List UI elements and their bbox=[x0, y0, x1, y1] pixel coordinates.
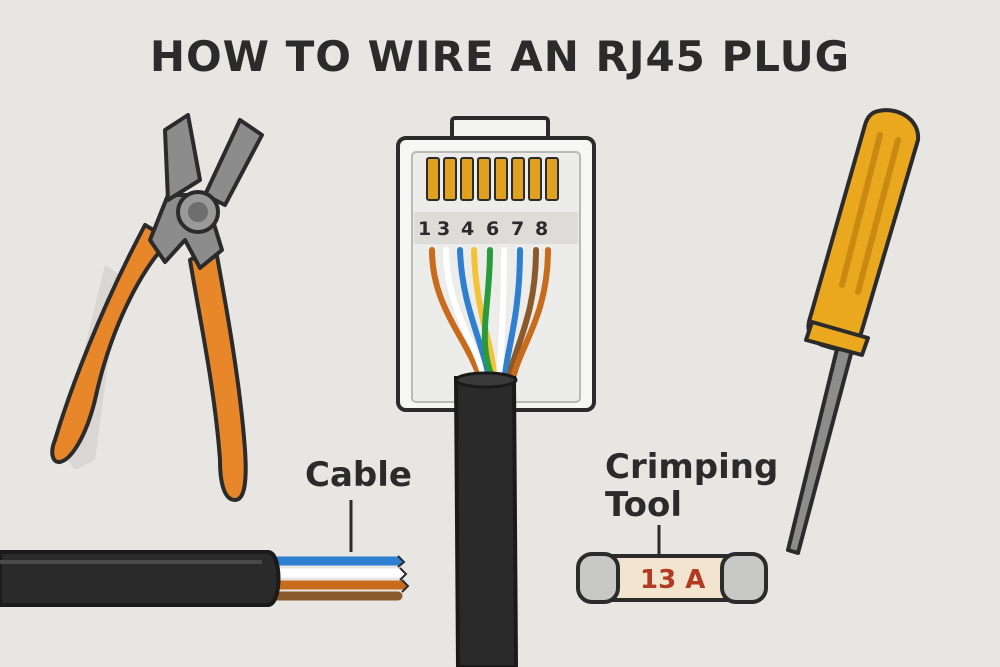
page-title: HOW TO WIRE AN RJ45 PLUG bbox=[149, 32, 851, 81]
rj45-plug-icon bbox=[396, 116, 596, 667]
crimping-tool-label-line1: Crimping bbox=[605, 447, 779, 487]
pin-number: 1 bbox=[418, 218, 431, 240]
pin-number: 6 bbox=[486, 218, 499, 240]
crimping-tool-label-line2: Tool bbox=[605, 485, 683, 525]
pin-number: 7 bbox=[511, 218, 524, 240]
contact-pins bbox=[426, 157, 559, 201]
fuse-rating: 13 A bbox=[640, 565, 705, 595]
pin-number: 8 bbox=[535, 218, 548, 240]
pin-number: 4 bbox=[461, 218, 474, 240]
pin-number-labels: 1 3 4 6 7 8 bbox=[418, 218, 548, 240]
cable-icon bbox=[0, 500, 410, 607]
pin-number: 3 bbox=[437, 218, 450, 240]
cable-label: Cable bbox=[305, 455, 412, 495]
fuse-icon: 13 A bbox=[576, 525, 768, 604]
wire-cutter-icon bbox=[50, 113, 264, 502]
screwdriver-icon bbox=[786, 108, 921, 555]
